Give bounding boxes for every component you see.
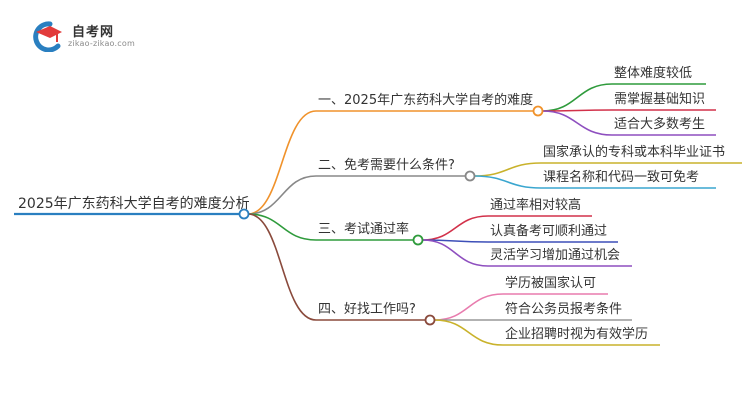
branch-connector [247, 110, 317, 215]
leaf-connector [542, 110, 613, 136]
leaf-node[interactable]: 课程名称和代码一致可免考 [543, 170, 700, 185]
leaf-connector [474, 175, 542, 189]
branch-collapse-dot[interactable] [424, 314, 436, 326]
root-node[interactable]: 2025年广东药科大学自考的难度分析 [18, 196, 250, 212]
leaf-connector [542, 83, 613, 112]
leaf-node[interactable]: 学历被国家认可 [505, 276, 597, 291]
branch-node[interactable]: 四、好找工作吗? [318, 302, 416, 317]
leaf-connector [434, 293, 504, 321]
leaf-node[interactable]: 需掌握基础知识 [614, 92, 706, 107]
site-logo[interactable]: 自考网 zikao-zikao.com [30, 20, 150, 52]
leaf-connector [422, 215, 489, 241]
branch-connector [247, 213, 317, 321]
branch-node[interactable]: 二、免考需要什么条件? [318, 158, 455, 173]
logo-title: 自考网 [72, 25, 115, 40]
branch-node[interactable]: 一、2025年广东药科大学自考的难度 [318, 93, 534, 108]
branch-collapse-dot[interactable] [464, 170, 476, 182]
branch-connector [247, 175, 317, 215]
leaf-connector [422, 239, 489, 267]
branch-node[interactable]: 三、考试通过率 [318, 222, 410, 237]
branch-connector [247, 213, 317, 241]
leaf-node[interactable]: 企业招聘时视为有效学历 [505, 327, 649, 342]
graduation-cap-icon [33, 21, 62, 52]
leaf-node[interactable]: 适合大多数考生 [614, 117, 706, 132]
leaf-connector [474, 162, 542, 177]
leaf-node[interactable]: 灵活学习增加通过机会 [490, 248, 621, 263]
leaf-node[interactable]: 符合公务员报考条件 [505, 302, 623, 317]
leaf-node[interactable]: 通过率相对较高 [490, 198, 582, 213]
leaf-node[interactable]: 国家承认的专科或本科毕业证书 [543, 145, 726, 160]
leaf-node[interactable]: 认真备考可顺利通过 [490, 224, 608, 239]
leaf-node[interactable]: 整体难度较低 [614, 66, 693, 81]
branch-collapse-dot[interactable] [532, 105, 544, 117]
leaf-connector [434, 319, 504, 346]
root-collapse-dot[interactable] [238, 208, 250, 220]
logo-subtitle: zikao-zikao.com [68, 39, 135, 48]
branch-collapse-dot[interactable] [412, 234, 424, 246]
